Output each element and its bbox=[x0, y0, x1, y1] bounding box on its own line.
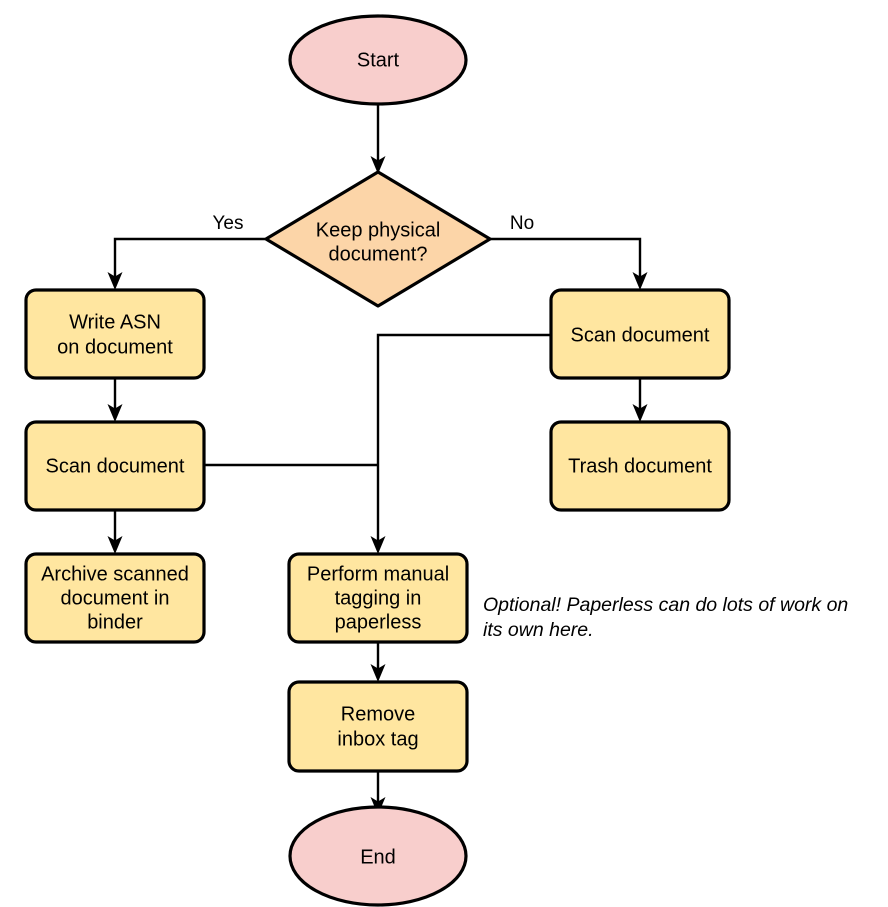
arrowhead-write-asn-to-scan-left bbox=[107, 404, 123, 422]
scan-document-right-label: Scan document bbox=[571, 324, 710, 346]
node-archive-scanned-document[interactable]: Archive scanned document in binder bbox=[24, 552, 206, 644]
remove-inbox-tag-box bbox=[287, 680, 469, 773]
decision-diamond bbox=[264, 170, 492, 308]
node-start[interactable]: Start bbox=[288, 14, 468, 106]
end-ellipse bbox=[288, 805, 468, 907]
edge-decision-yes-to-write-asn bbox=[113, 237, 265, 280]
connector-layer bbox=[107, 104, 648, 815]
scan-document-left-box bbox=[24, 420, 206, 512]
node-perform-manual-tagging[interactable]: Perform manual tagging in paperless bbox=[287, 552, 469, 644]
arrowhead-start-to-decision bbox=[370, 156, 386, 174]
annotation-optional-note: Optional! Paperless can do lots of work … bbox=[483, 594, 848, 641]
node-decision-keep-physical-document[interactable]: Keep physical document? bbox=[264, 170, 492, 308]
archive-label-line3: binder bbox=[87, 611, 143, 633]
node-trash-document[interactable]: Trash document bbox=[549, 420, 731, 512]
node-end[interactable]: End bbox=[288, 805, 468, 907]
arrowhead-scan-left-to-archive bbox=[107, 536, 123, 554]
write-asn-label-line2: on document bbox=[57, 336, 173, 358]
node-remove-inbox-tag[interactable]: Remove inbox tag bbox=[287, 680, 469, 773]
annotation-line1: Optional! Paperless can do lots of work … bbox=[483, 594, 848, 616]
write-asn-label-line1: Write ASN bbox=[69, 311, 161, 333]
decision-label-line1: Keep physical bbox=[316, 219, 441, 241]
arrowhead-no-to-scan-right bbox=[632, 272, 648, 290]
tagging-label-line3: paperless bbox=[335, 611, 422, 633]
scan-document-left-label: Scan document bbox=[46, 455, 185, 477]
trash-document-label: Trash document bbox=[568, 455, 712, 477]
start-label: Start bbox=[357, 49, 400, 71]
tagging-label-line1: Perform manual bbox=[307, 563, 449, 585]
decision-label-line2: document? bbox=[329, 243, 428, 265]
arrowhead-spine-to-tagging bbox=[370, 536, 386, 554]
remove-inbox-tag-label-line2: inbox tag bbox=[337, 728, 418, 750]
scan-document-right-box bbox=[549, 288, 731, 380]
start-ellipse bbox=[288, 14, 468, 106]
archive-label-line1: Archive scanned bbox=[41, 563, 189, 585]
trash-document-box bbox=[549, 420, 731, 512]
node-scan-document-left[interactable]: Scan document bbox=[24, 420, 206, 512]
edge-label-yes: Yes bbox=[213, 213, 244, 234]
edge-decision-no-to-scan-right bbox=[490, 237, 642, 280]
annotation-line2: its own here. bbox=[483, 619, 594, 641]
edge-label-no: No bbox=[510, 213, 534, 234]
arrowhead-tagging-to-remove-inbox bbox=[370, 664, 386, 682]
archive-label-line2: document in bbox=[61, 587, 170, 609]
edge-scan-right-to-tagging bbox=[376, 333, 551, 544]
write-asn-box bbox=[24, 288, 206, 380]
node-write-asn[interactable]: Write ASN on document bbox=[24, 288, 206, 380]
arrowhead-yes-to-write-asn bbox=[107, 272, 123, 290]
node-scan-document-right[interactable]: Scan document bbox=[549, 288, 731, 380]
end-label: End bbox=[360, 846, 396, 868]
tagging-box bbox=[287, 552, 469, 644]
archive-box bbox=[24, 552, 206, 644]
remove-inbox-tag-label-line1: Remove bbox=[341, 703, 415, 725]
tagging-label-line2: tagging in bbox=[335, 587, 422, 609]
arrowhead-scan-right-to-trash bbox=[632, 404, 648, 422]
